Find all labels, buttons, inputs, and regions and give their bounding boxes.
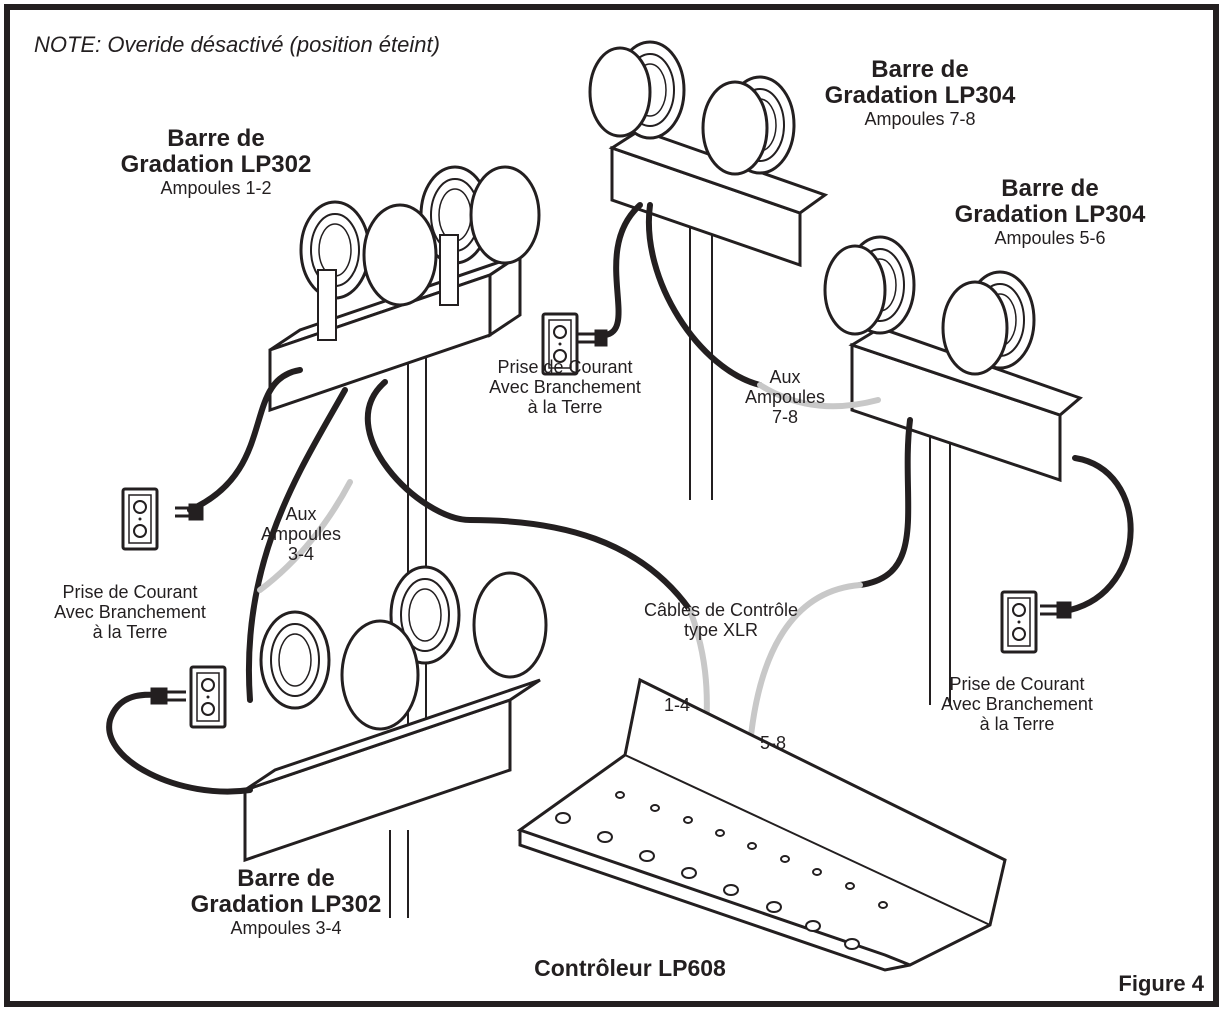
outlet-label-line: Avec Branchement: [489, 376, 641, 397]
plug-ends: [150, 329, 1072, 705]
bar-bulbs: Ampoules 3-4: [230, 917, 342, 938]
channel-label-5-8: 5-8: [759, 733, 786, 753]
bar-bulbs: Ampoules 1-2: [160, 177, 272, 198]
xlr-cable-label: Câbles de Contrôle type XLR: [626, 600, 816, 641]
cable-label-line: Câbles de Contrôle: [643, 600, 799, 620]
xlr-cables: [257, 382, 881, 748]
outlet-label-line: à la Terre: [527, 396, 603, 417]
aux-label-line: Ampoules: [260, 523, 342, 544]
outlet-label-line: Prise de Courant: [497, 357, 633, 377]
cable-label-line: type XLR: [683, 619, 759, 640]
outlet-label-line: à la Terre: [92, 621, 168, 642]
outlet-label-line: Prise de Courant: [949, 674, 1085, 694]
bar-title-line1: Barre de: [1001, 175, 1099, 202]
bar-label-lp304-right: Barre de Gradation LP304 Ampoules 5-6: [930, 175, 1170, 248]
light-bar-lp302-b: [243, 565, 548, 863]
light-bar-lp304-b: [823, 235, 1083, 483]
aux-label-line: Aux: [769, 367, 801, 387]
aux-label-line: 7-8: [771, 406, 798, 427]
bar-bulbs: Ampoules 7-8: [864, 108, 976, 129]
bar-title-line2: Gradation LP302: [190, 891, 382, 919]
outlet-label-line: Avec Branchement: [54, 601, 206, 622]
aux-label-3-4: Aux Ampoules 3-4: [246, 504, 356, 564]
controller-label: Contrôleur LP608: [534, 955, 726, 981]
outlet-label-line: Prise de Courant: [62, 582, 198, 602]
outlet-label-right: Prise de Courant Avec Branchement à la T…: [912, 674, 1122, 734]
bar-label-lp302-bottom: Barre de Gradation LP302 Ampoules 3-4: [166, 865, 406, 938]
outlet-label-left: Prise de Courant Avec Branchement à la T…: [30, 582, 230, 642]
aux-label-line: Ampoules: [744, 386, 826, 407]
aux-label-line: 3-4: [287, 543, 314, 564]
light-bar-lp304-a: [588, 40, 829, 268]
bar-title-line2: Gradation LP304: [824, 82, 1016, 110]
aux-label-line: Aux: [285, 504, 317, 524]
controller-lp608: [516, 677, 1007, 972]
aux-label-7-8: Aux Ampoules 7-8: [730, 367, 840, 427]
bar-title-line1: Barre de: [871, 56, 969, 83]
channel-label-1-4: 1-4: [663, 695, 690, 715]
bar-bulbs: Ampoules 5-6: [994, 227, 1106, 248]
figure-label: Figure 4: [1118, 971, 1204, 996]
power-cables: [106, 202, 1134, 795]
outlet-label-line: à la Terre: [979, 713, 1055, 734]
outlet-icon: [121, 487, 159, 551]
outlet-label-line: Avec Branchement: [941, 693, 1093, 714]
bar-title-line1: Barre de: [167, 125, 265, 152]
light-bar-lp302-a: [268, 165, 541, 413]
bar-title-line2: Gradation LP304: [954, 201, 1146, 229]
outlet-label-center: Prise de Courant Avec Branchement à la T…: [460, 357, 670, 417]
bar-label-lp302-top: Barre de Gradation LP302 Ampoules 1-2: [96, 125, 336, 198]
outlet-icon: [189, 665, 227, 729]
bar-title-line1: Barre de: [237, 865, 335, 892]
bar-title-line2: Gradation LP302: [120, 151, 312, 179]
outlet-icon: [1000, 590, 1038, 654]
bar-label-lp304-top: Barre de Gradation LP304 Ampoules 7-8: [800, 56, 1040, 129]
note-text: NOTE: Overide désactivé (position éteint…: [34, 32, 440, 57]
